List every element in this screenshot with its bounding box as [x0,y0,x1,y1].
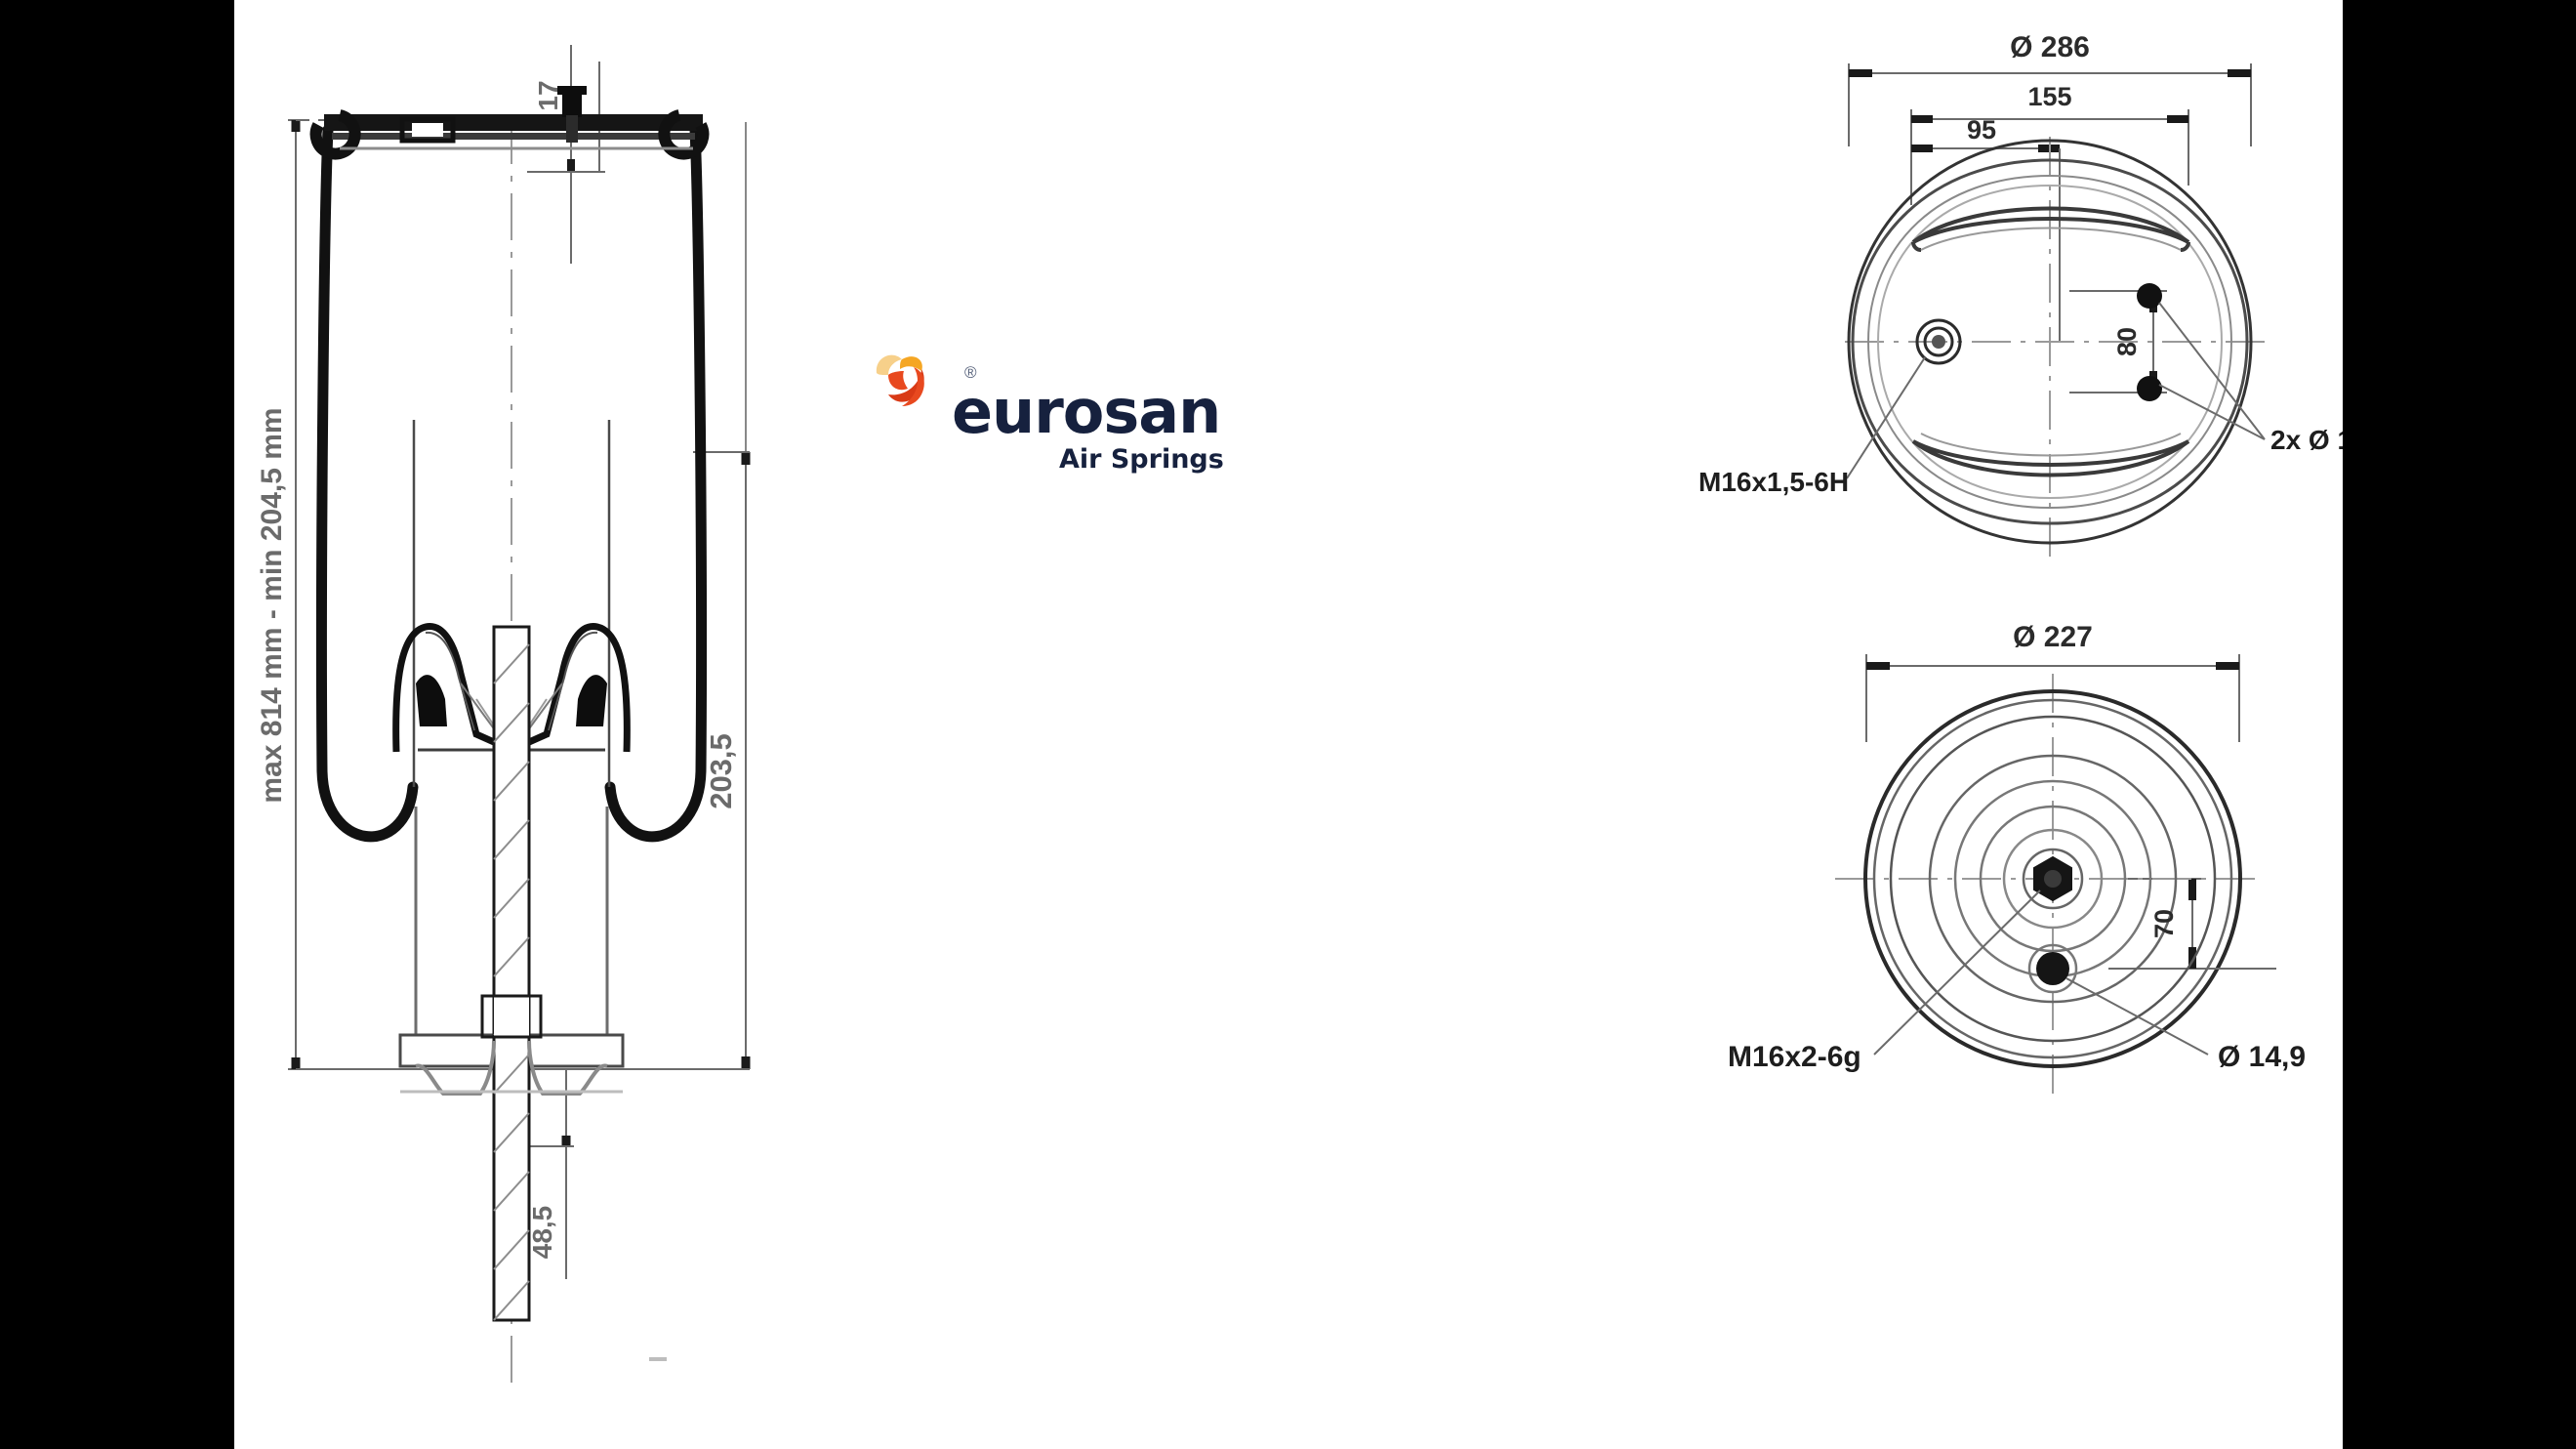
top-plate-view: Ø 286 155 95 80 M16x1,5-6H 2x Ø 11,9 [1698,31,2343,566]
top-plate-dimension-lines [1848,63,2252,393]
section-dimension-labels: max 814 mm - min 204,5 mm 203,5 48,5 17 [256,80,738,1260]
eurosan-swirl-icon [876,354,924,406]
brand-logo: eurosan ® Air Springs [859,322,1269,498]
dim-piston-outer-diameter: Ø 227 [2013,621,2093,653]
dim-top-outer-diameter: Ø 286 [2010,31,2090,63]
piston-geometry [1863,689,2276,1068]
centre-shaft [480,625,543,1322]
section-view [288,45,751,1387]
top-plate-assembly [309,86,710,160]
note-mounting-holes: 2x Ø 11,9 [2270,425,2343,455]
note-locating-hole: Ø 14,9 [2218,1041,2306,1073]
letterbox-bar-left [0,0,234,1449]
letterbox-bar-right [2343,0,2576,1449]
dim-top-bolt-span: 155 [2027,82,2071,111]
drawing-canvas: max 814 mm - min 204,5 mm 203,5 48,5 17 [234,0,2343,1449]
dim-piston-hole-offset: 70 [2149,909,2179,938]
dim-stroke-label: max 814 mm - min 204,5 mm [256,407,288,803]
brand-name: eurosan [952,376,1221,447]
dim-top-stud-label: 17 [533,80,563,110]
bellows-rubber-wall [315,124,708,843]
piston-bottom-view: Ø 227 70 M16x2-6g Ø 14,9 [1728,621,2306,1103]
dim-top-hole-pitch: 80 [2112,327,2142,356]
dim-top-port-offset: 95 [1967,115,1996,145]
piston-assembly [392,623,631,1322]
dim-piston-height-label: 203,5 [704,733,738,809]
note-air-port-thread: M16x1,5-6H [1698,467,1849,497]
registered-mark: ® [964,363,977,382]
top-plate-geometry [1846,139,2266,545]
dim-stud-length-label: 48,5 [527,1206,557,1260]
brand-tagline: Air Springs [1059,444,1224,475]
page-artifact-dash [649,1357,667,1361]
note-centre-stud-thread: M16x2-6g [1728,1041,1861,1073]
